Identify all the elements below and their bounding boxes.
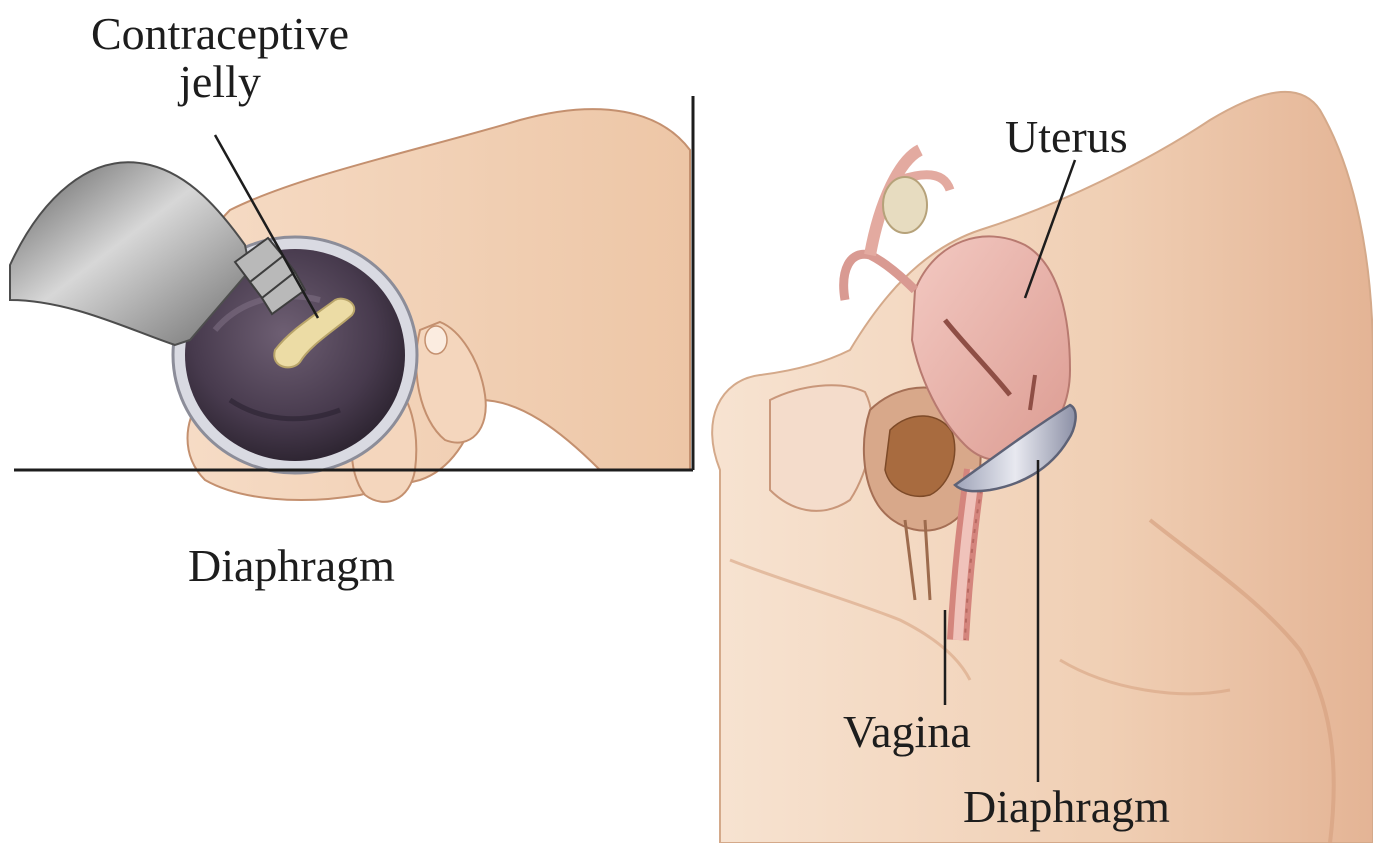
pelvic-cross-section	[712, 92, 1373, 843]
label-diaphragm-left: Diaphragm	[188, 542, 395, 590]
label-uterus: Uterus	[1005, 113, 1128, 161]
label-contraceptive-jelly: Contraceptive jelly	[40, 10, 400, 107]
label-vagina: Vagina	[843, 708, 971, 756]
label-contraceptive-jelly-line2: jelly	[40, 58, 400, 106]
label-contraceptive-jelly-line1: Contraceptive	[40, 10, 400, 58]
label-diaphragm-right: Diaphragm	[963, 783, 1170, 831]
